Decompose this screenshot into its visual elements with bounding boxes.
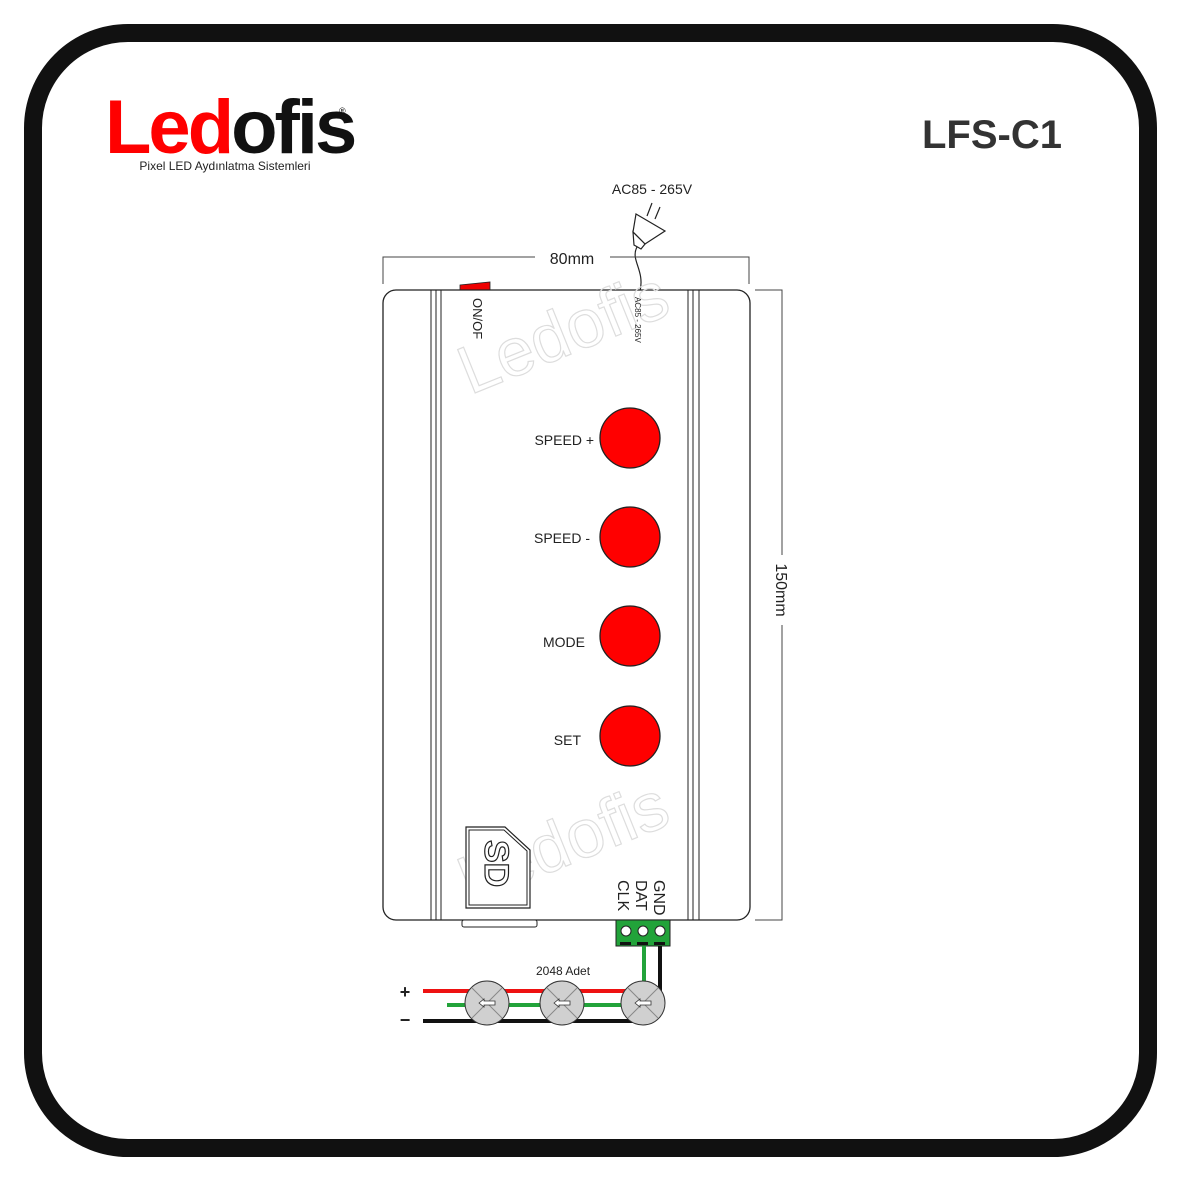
registered-mark: ® — [339, 106, 346, 116]
plus-label: + — [400, 982, 411, 1002]
height-dimension — [755, 289, 783, 921]
height-label: 150mm — [772, 563, 789, 616]
power-label: AC85 - 265V — [612, 181, 693, 197]
sd-label: SD — [477, 840, 515, 887]
width-dimension — [382, 256, 750, 284]
ledofis-logo: Ledofis ® Pixel LED Aydınlatma Sistemler… — [105, 85, 358, 173]
pixel-led-icon — [464, 980, 510, 1026]
button-speed-up[interactable]: SPEED + — [534, 407, 661, 469]
logo-tagline: Pixel LED Aydınlatma Sistemleri — [139, 159, 310, 173]
logo-part-black: ofis — [231, 85, 355, 170]
pin-label-dat: DAT — [632, 880, 649, 911]
pixel-led-icon — [620, 980, 666, 1026]
minus-label: − — [400, 1010, 411, 1030]
button-mode[interactable]: MODE — [543, 605, 661, 667]
power-switch[interactable] — [459, 281, 491, 291]
model-title: LFS-C1 — [922, 113, 1062, 157]
pin-label-gnd: GND — [650, 880, 667, 916]
svg-text:Ledofis: Ledofis — [105, 85, 355, 170]
switch-label: ON/OF — [470, 298, 485, 339]
width-label: 80mm — [550, 251, 594, 268]
power-plug-icon — [632, 202, 667, 292]
button-label: SPEED - — [534, 530, 590, 546]
bottom-slot — [461, 919, 538, 928]
pixel-count-label: 2048 Adet — [536, 964, 591, 978]
outer-frame — [24, 24, 1157, 1157]
device-power-label: AC85 - 265V — [633, 297, 642, 343]
body-grooves — [430, 290, 700, 920]
button-speed-down[interactable]: SPEED - — [534, 506, 661, 568]
button-label: SET — [554, 732, 582, 748]
pin-label-clk: CLK — [614, 880, 631, 911]
button-label: MODE — [543, 634, 585, 650]
output-terminal-block — [615, 919, 671, 947]
button-set[interactable]: SET — [554, 705, 661, 767]
pixel-led-icon — [539, 980, 585, 1026]
logo-part-red: Led — [105, 85, 231, 170]
sd-card-slot[interactable]: SD — [465, 826, 531, 909]
button-label: SPEED + — [534, 432, 594, 448]
